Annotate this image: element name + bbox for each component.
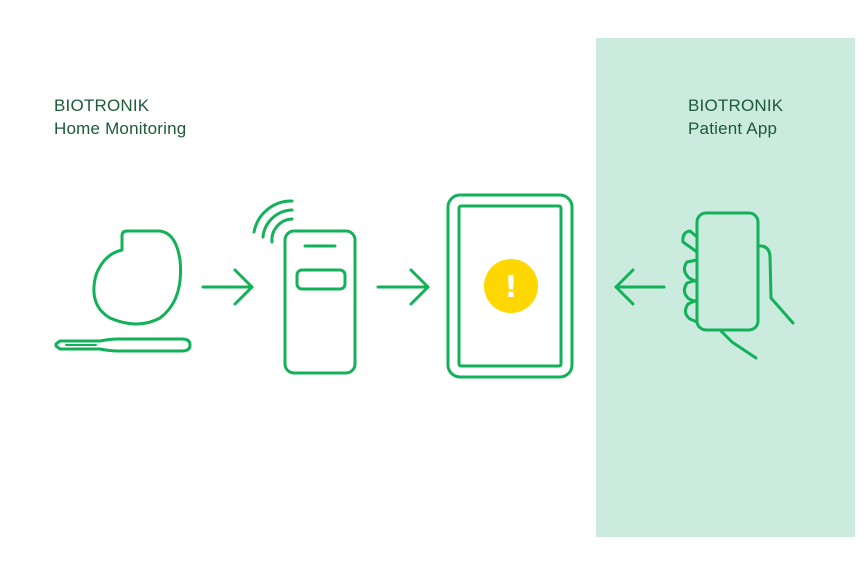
arrow-right-icon — [201, 268, 254, 306]
arrow-left-icon — [614, 268, 666, 306]
implant-icon — [54, 229, 192, 353]
arrow-right-icon — [376, 268, 430, 306]
alert-icon: ! — [484, 259, 538, 313]
home-monitoring-caption: BIOTRONIK Home Monitoring — [54, 94, 186, 140]
patient-app-caption: BIOTRONIK Patient App — [688, 94, 783, 140]
phone-in-hand-icon — [681, 211, 795, 360]
transmitter-icon — [252, 199, 357, 375]
alert-symbol: ! — [504, 270, 518, 305]
home-monitoring-brand: BIOTRONIK — [54, 96, 150, 115]
tablet-icon — [446, 193, 574, 379]
patient-app-brand: BIOTRONIK — [688, 96, 784, 115]
patient-app-name: Patient App — [688, 119, 778, 138]
home-monitoring-name: Home Monitoring — [54, 119, 187, 138]
